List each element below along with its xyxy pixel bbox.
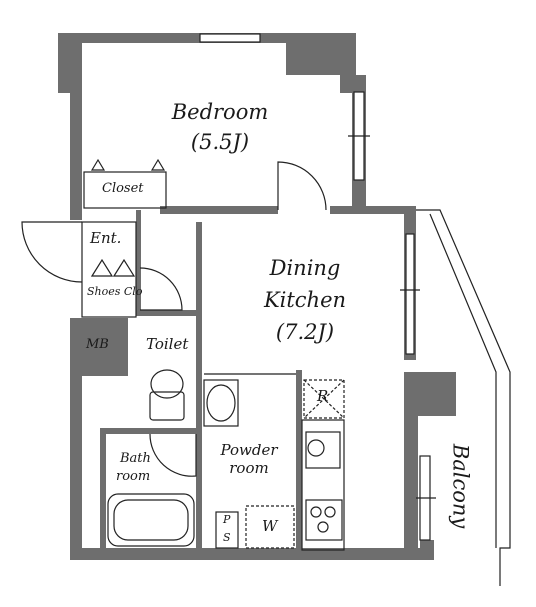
shoes-closet-label: Shoes Clo xyxy=(87,285,143,298)
closet-label: Closet xyxy=(102,181,144,196)
walls xyxy=(58,33,456,560)
dining-kitchen-size: (7.2J) xyxy=(275,320,335,344)
mb-label: MB xyxy=(86,337,109,352)
balcony-label: Balcony xyxy=(448,443,473,529)
bedroom-label: Bedroom xyxy=(171,100,269,124)
refrigerator-label: R xyxy=(317,387,329,405)
bath-room-label-2: room xyxy=(116,469,151,484)
dining-label: Dining xyxy=(269,256,341,280)
powder-room-label-2: room xyxy=(229,459,269,477)
bedroom-size: (5.5J) xyxy=(190,130,250,154)
washer-label: W xyxy=(262,517,278,535)
ps-label-p: P xyxy=(223,513,231,526)
entrance-label: Ent. xyxy=(90,229,122,247)
fixture-lines xyxy=(21,33,511,586)
ps-label-s: S xyxy=(223,531,231,544)
toilet-label: Toilet xyxy=(146,335,189,353)
powder-room-label-1: Powder xyxy=(220,441,278,459)
bath-room-label-1: Bath xyxy=(120,451,151,466)
kitchen-label: Kitchen xyxy=(263,288,347,312)
